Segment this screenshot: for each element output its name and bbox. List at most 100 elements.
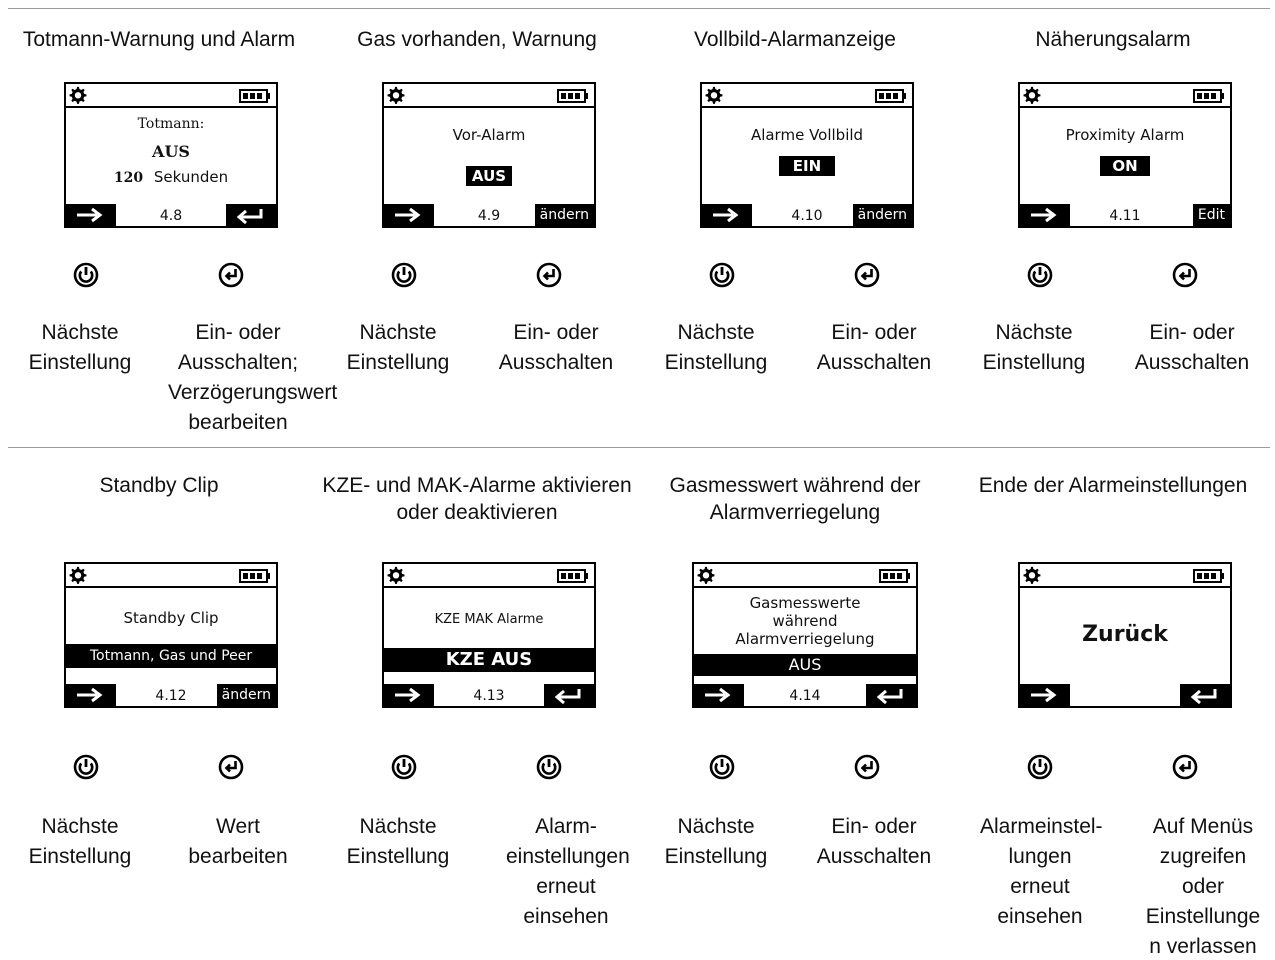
device-screen: Alarme Vollbild EIN 4.10 ändern <box>700 82 914 228</box>
edit-softkey[interactable]: ändern <box>216 684 276 706</box>
page-number: 4.14 <box>789 688 821 704</box>
power-button-icon[interactable] <box>391 754 417 780</box>
status-divider <box>1020 586 1230 588</box>
right-button-label: Ein- oder Ausschalten <box>816 321 932 374</box>
power-button-icon[interactable] <box>73 754 99 780</box>
device-screen: Totmann: AUS 120 Sekunden 4.8 <box>64 82 278 228</box>
arrow-right-icon <box>1029 687 1056 703</box>
battery-icon <box>557 569 589 583</box>
gear-icon <box>387 86 405 104</box>
next-softkey[interactable] <box>694 684 744 706</box>
next-softkey[interactable] <box>384 684 434 706</box>
enter-softkey[interactable] <box>1180 684 1230 706</box>
page-number: 4.9 <box>477 208 501 224</box>
edit-softkey[interactable]: ändern <box>534 204 594 226</box>
power-button-icon[interactable] <box>73 262 99 288</box>
next-softkey[interactable] <box>1020 204 1070 226</box>
screen-line-1: Vor-Alarm <box>452 126 526 144</box>
screen-line-1: Zurück <box>1082 622 1168 647</box>
device-screen: Gasmesswerte während Alarmverriegelung A… <box>692 562 918 708</box>
left-button-label: Nächste Einstellung <box>664 321 768 374</box>
gear-icon <box>705 86 723 104</box>
enter-button-icon[interactable] <box>536 262 562 288</box>
battery-icon <box>1193 89 1225 103</box>
status-divider <box>66 106 276 108</box>
panel-title: Gasmesswert während der Alarmverriegelun… <box>669 474 921 524</box>
value-badge: EIN <box>778 156 836 176</box>
right-button-label: Ein- oder Ausschalten <box>816 815 932 868</box>
page-number: 4.10 <box>791 208 823 224</box>
power-button-icon[interactable] <box>536 754 562 780</box>
battery-icon <box>1193 569 1225 583</box>
enter-icon <box>1191 687 1217 705</box>
next-softkey[interactable] <box>66 204 116 226</box>
screen-line-2: AUS <box>152 142 190 161</box>
panel-title: Näherungsalarm <box>1035 28 1191 51</box>
gear-icon <box>697 566 715 584</box>
power-button-icon[interactable] <box>1027 262 1053 288</box>
battery-icon <box>875 89 907 103</box>
battery-icon <box>557 89 589 103</box>
panel-title: Ende der Alarmeinstellungen <box>978 474 1248 497</box>
power-button-icon[interactable] <box>391 262 417 288</box>
edit-softkey[interactable]: ändern <box>852 204 912 226</box>
screen-line-3: 120 Sekunden <box>66 168 276 186</box>
value-band: Totmann, Gas und Peer <box>66 644 276 668</box>
value-band: AUS <box>694 654 916 676</box>
battery-icon <box>239 569 271 583</box>
left-button-label: Nächste Einstellung <box>28 815 132 868</box>
right-button-label: Ein- oder Ausschalten; Verzögerungswert … <box>168 321 338 434</box>
right-button-label: Ein- oder Ausschalten <box>1134 321 1250 374</box>
device-screen: Zurück <box>1018 562 1232 708</box>
enter-button-icon[interactable] <box>218 262 244 288</box>
gear-icon <box>1023 86 1041 104</box>
enter-button-icon[interactable] <box>854 754 880 780</box>
enter-button-icon[interactable] <box>1172 754 1198 780</box>
status-divider <box>384 586 594 588</box>
enter-button-icon[interactable] <box>218 754 244 780</box>
next-softkey[interactable] <box>1020 684 1070 706</box>
power-button-icon[interactable] <box>709 754 735 780</box>
panel-title: Totmann-Warnung und Alarm <box>22 28 296 51</box>
screen-line-1: Totmann: <box>137 116 205 132</box>
right-button-label: Ein- oder Ausschalten <box>498 321 614 374</box>
status-divider <box>1020 106 1230 108</box>
enter-icon <box>555 687 581 705</box>
gear-icon <box>1023 566 1041 584</box>
left-button-label: Alarmeinstel-lungen erneut einsehen <box>980 815 1103 928</box>
power-button-icon[interactable] <box>709 262 735 288</box>
right-button-label: Wert bearbeiten <box>188 815 288 868</box>
next-softkey[interactable] <box>702 204 752 226</box>
page-number: 4.11 <box>1109 208 1141 224</box>
left-button-label: Nächste Einstellung <box>346 815 450 868</box>
panel-title: Vollbild-Alarmanzeige <box>694 28 896 51</box>
gear-icon <box>69 86 87 104</box>
screen-line-1: KZE MAK Alarme <box>434 612 544 627</box>
delay-value: 120 <box>113 170 144 186</box>
power-button-icon[interactable] <box>1027 754 1053 780</box>
enter-softkey[interactable] <box>866 684 916 706</box>
enter-softkey[interactable] <box>544 684 594 706</box>
device-screen: Proximity Alarm ON 4.11 Edit <box>1018 82 1232 228</box>
row-divider <box>8 447 1270 448</box>
left-button-label: Nächste Einstellung <box>346 321 450 374</box>
panel-title: Standby Clip <box>99 474 219 497</box>
right-button-label: Auf Menüs zugreifen oder Einstellunge n … <box>1145 815 1261 958</box>
next-softkey[interactable] <box>384 204 434 226</box>
gear-icon <box>387 566 405 584</box>
battery-icon <box>239 89 271 103</box>
enter-icon <box>877 687 903 705</box>
next-softkey[interactable] <box>66 684 116 706</box>
page-number: 4.13 <box>473 688 505 704</box>
enter-button-icon[interactable] <box>1172 262 1198 288</box>
status-divider <box>66 586 276 588</box>
edit-softkey[interactable]: Edit <box>1192 204 1230 226</box>
page-number: 4.12 <box>155 688 187 704</box>
enter-icon <box>237 207 263 225</box>
left-button-label: Nächste Einstellung <box>982 321 1086 374</box>
enter-button-icon[interactable] <box>854 262 880 288</box>
enter-softkey[interactable] <box>226 204 276 226</box>
left-button-label: Nächste Einstellung <box>28 321 132 374</box>
panel-title: Gas vorhanden, Warnung <box>357 28 597 51</box>
value-badge: AUS <box>465 166 513 186</box>
